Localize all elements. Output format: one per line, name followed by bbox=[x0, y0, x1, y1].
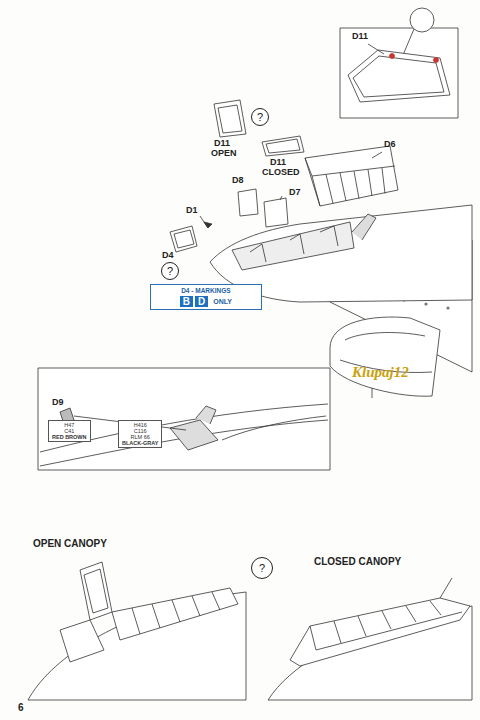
paint-code: RED BROWN bbox=[52, 434, 87, 440]
pane-divider bbox=[192, 596, 200, 616]
pane-divider bbox=[334, 621, 341, 643]
inset-frame bbox=[340, 28, 458, 118]
pane-divider bbox=[326, 174, 333, 203]
leader-line bbox=[280, 196, 282, 200]
part-label: CLOSED CANOPY bbox=[314, 556, 401, 567]
window-part bbox=[264, 198, 288, 227]
paint-code: H416 bbox=[122, 422, 158, 428]
seat bbox=[352, 214, 376, 240]
node-text: ? bbox=[259, 562, 265, 574]
paint-code: H47 bbox=[52, 422, 87, 428]
detail-circle bbox=[410, 8, 434, 32]
canopy-frame bbox=[84, 569, 108, 613]
cockpit-detail bbox=[250, 226, 338, 262]
part-label: D11 bbox=[352, 32, 368, 42]
canopy-part bbox=[262, 136, 304, 156]
part-label: CLOSED bbox=[262, 168, 300, 178]
page-number: 6 bbox=[18, 702, 24, 713]
canopy-frame bbox=[353, 56, 444, 97]
canopy-frame bbox=[305, 158, 395, 206]
marking-letter: B bbox=[180, 296, 193, 307]
canopy-sill bbox=[222, 416, 326, 440]
antenna bbox=[440, 578, 452, 598]
node-text: ? bbox=[167, 265, 173, 277]
glue-point bbox=[390, 54, 395, 59]
engine-nacelle bbox=[330, 317, 440, 396]
part-label: D1 bbox=[186, 206, 198, 216]
pane-divider bbox=[172, 600, 180, 622]
pane-divider bbox=[382, 611, 391, 629]
part-label: D11 bbox=[214, 139, 230, 149]
rivet-hole bbox=[424, 302, 427, 305]
node-text: ? bbox=[257, 111, 263, 123]
canopy-part bbox=[348, 50, 450, 102]
node-text: D bbox=[198, 296, 205, 307]
paint-callout: H47C41RED BROWN bbox=[48, 420, 91, 442]
canopy-part bbox=[305, 146, 398, 206]
windscreen bbox=[60, 620, 104, 662]
pane-divider bbox=[340, 173, 346, 201]
pane-divider bbox=[152, 604, 160, 628]
cockpit-opening bbox=[232, 222, 354, 270]
leader-line bbox=[372, 152, 382, 158]
part-label: D11 bbox=[270, 158, 286, 168]
pane-divider bbox=[354, 171, 359, 198]
part-label: D8 bbox=[232, 176, 244, 186]
canopy-part bbox=[214, 100, 246, 137]
pane-divider bbox=[382, 168, 385, 194]
paint-code: BLACK-GRAY bbox=[122, 440, 158, 446]
fuselage-detail bbox=[40, 404, 328, 466]
leader-line bbox=[368, 44, 384, 54]
pane-divider bbox=[132, 608, 140, 634]
canopy-frame bbox=[218, 105, 242, 133]
pane-divider bbox=[358, 616, 366, 636]
pane-divider bbox=[406, 606, 416, 622]
pane-divider bbox=[430, 601, 441, 615]
paint-code: RLM 66 bbox=[122, 434, 158, 440]
arrow-mark bbox=[204, 222, 212, 228]
question-circle: ? bbox=[161, 262, 179, 280]
part-label: D4 bbox=[162, 251, 174, 261]
paint-code: C41 bbox=[52, 428, 87, 434]
window-frame bbox=[174, 230, 194, 248]
canopy-frame bbox=[310, 612, 462, 650]
question-circle: ? bbox=[251, 108, 269, 126]
canopy-glazing bbox=[112, 588, 238, 640]
rivet-hole bbox=[446, 306, 449, 309]
window-part bbox=[238, 189, 258, 216]
part-label: D6 bbox=[384, 140, 396, 150]
inset-frame bbox=[38, 368, 330, 470]
paint-code: C116 bbox=[122, 428, 158, 434]
nacelle-panel bbox=[340, 333, 432, 398]
part-label: OPEN bbox=[211, 149, 237, 159]
canopy-frame bbox=[266, 139, 300, 153]
part-label: D9 bbox=[52, 398, 64, 408]
markings-box: D4 - MARKINGS ONLY BD bbox=[150, 284, 262, 310]
node-text: ONLY bbox=[213, 298, 232, 305]
question-circle: ? bbox=[251, 557, 273, 579]
part-label: D7 bbox=[289, 188, 301, 198]
window-part bbox=[170, 226, 197, 252]
paint-callout: H416C116RLM 66BLACK-GRAY bbox=[118, 420, 162, 448]
canopy-open-hood bbox=[80, 562, 112, 620]
pane-divider bbox=[368, 170, 372, 196]
seat bbox=[170, 406, 218, 450]
canopy-closed bbox=[290, 598, 470, 666]
part-label: OPEN CANOPY bbox=[33, 538, 107, 549]
node-text: B bbox=[183, 296, 190, 307]
marking-letter: D bbox=[195, 296, 208, 307]
pane-divider bbox=[212, 592, 220, 610]
node-text: D4 - MARKINGS bbox=[154, 287, 258, 294]
watermark: Klupaj12 bbox=[352, 364, 409, 381]
glue-point bbox=[434, 58, 439, 63]
